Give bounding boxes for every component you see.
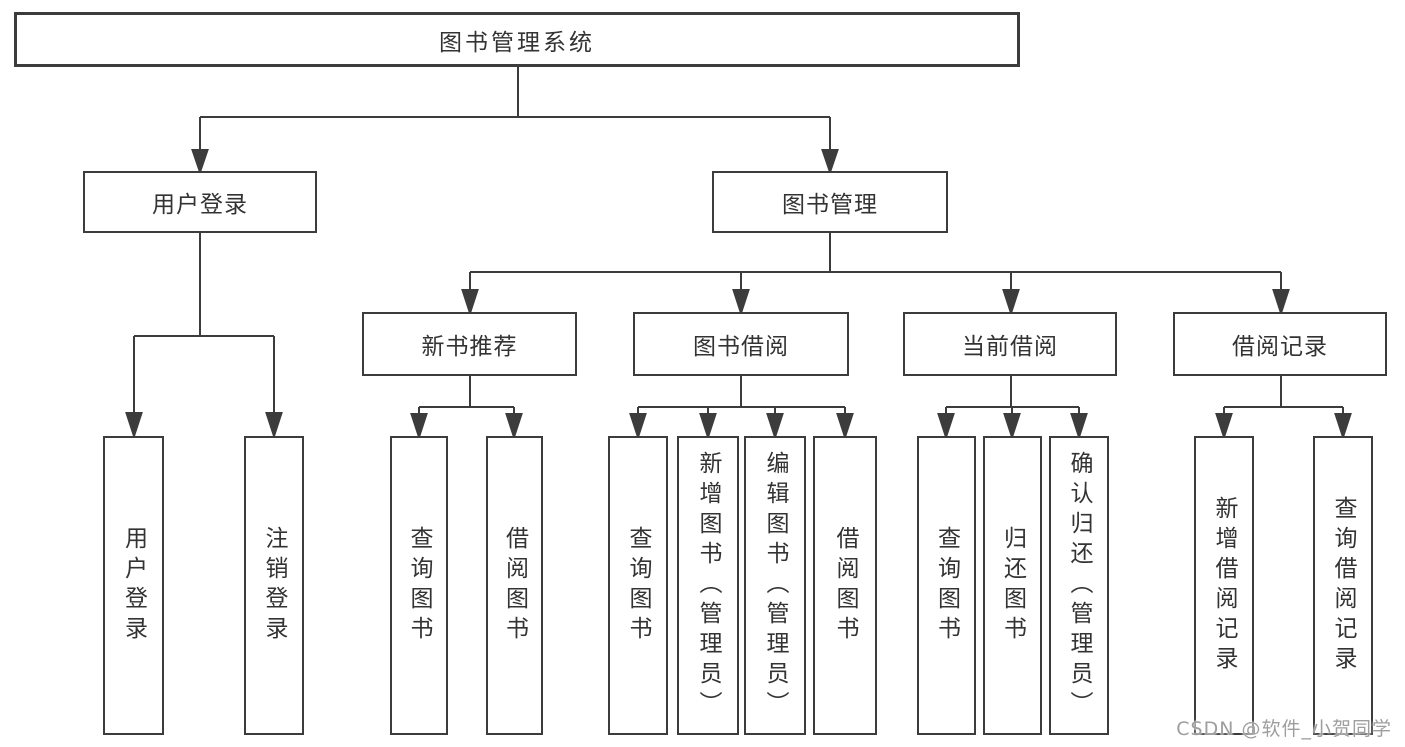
arrowhead	[937, 413, 955, 441]
connector-root-to-level2	[191, 67, 839, 176]
node-label: 借阅图书	[832, 525, 858, 646]
node-label: 新增借阅记录	[1211, 495, 1237, 676]
leaf-edit-books-admin: 编辑图书（管理员）	[744, 436, 806, 735]
arrowhead	[461, 289, 479, 317]
node-label: 图书管理	[782, 192, 878, 218]
leaf-confirm-return-admin: 确认归还（管理员）	[1049, 436, 1109, 735]
leaf-borrow-books: 借阅图书	[486, 436, 543, 735]
arrowhead	[699, 413, 717, 441]
arrowhead	[766, 413, 784, 441]
arrowhead	[410, 413, 428, 441]
arrowhead	[836, 413, 854, 441]
leaf-query-books: 查询图书	[390, 436, 448, 735]
connector-new-book-recommend-to-leaves	[410, 376, 523, 441]
leaf-query-borrow-record: 查询借阅记录	[1313, 436, 1373, 735]
connector-book-borrow-to-leaves	[629, 376, 854, 441]
connector-current-borrow-to-leaves	[937, 376, 1088, 441]
node-label: 借阅图书	[501, 525, 528, 646]
node-label: 新增图书（管理员）	[695, 450, 721, 721]
node-label: 借阅记录	[1232, 334, 1328, 360]
node-label: 归还图书	[999, 525, 1026, 646]
arrowhead	[1272, 289, 1290, 317]
arrowhead	[1070, 413, 1088, 441]
node-label: 图书借阅	[693, 334, 789, 360]
node-label: 当前借阅	[962, 334, 1058, 360]
arrowhead	[125, 412, 143, 440]
arrowhead	[191, 149, 209, 176]
csdn-watermark: CSDN @软件_小贺同学	[1176, 718, 1392, 740]
arrowhead	[1002, 289, 1020, 317]
node-new-book-recommend: 新书推荐	[362, 312, 577, 376]
connector-book-management-to-level3	[461, 233, 1290, 317]
arrowhead	[732, 289, 750, 317]
node-label: 用户登录	[120, 525, 147, 646]
arrowhead	[1003, 413, 1021, 441]
node-label: 查询借阅记录	[1330, 495, 1356, 676]
leaf-add-books-admin: 新增图书（管理员）	[677, 436, 739, 735]
arrowhead	[629, 413, 647, 441]
node-label: 编辑图书（管理员）	[762, 450, 788, 721]
node-label: 查询图书	[406, 525, 432, 646]
leaf-query-books-3: 查询图书	[917, 436, 976, 735]
node-label: 用户登录	[152, 192, 248, 218]
arrowhead	[505, 413, 523, 441]
connector-borrow-records-to-leaves	[1215, 376, 1352, 441]
leaf-logout: 注销登录	[244, 436, 304, 735]
leaf-query-books-2: 查询图书	[608, 436, 668, 735]
node-current-borrow: 当前借阅	[903, 312, 1117, 376]
node-borrow-records: 借阅记录	[1173, 312, 1387, 376]
node-label: 确认归还（管理员）	[1066, 450, 1092, 721]
node-label: 查询图书	[625, 525, 651, 646]
arrowhead	[1215, 413, 1233, 441]
node-user-login: 用户登录	[83, 171, 317, 233]
arrowhead	[821, 149, 839, 176]
arrowhead	[265, 412, 283, 440]
node-label: 新书推荐	[421, 334, 518, 360]
node-label: 注销登录	[261, 525, 287, 646]
connector-user-login-to-leaves	[125, 233, 283, 440]
arrowhead	[1334, 413, 1352, 441]
leaf-return-books: 归还图书	[983, 436, 1042, 735]
node-book-management: 图书管理	[712, 171, 948, 233]
leaf-add-borrow-record: 新增借阅记录	[1194, 436, 1254, 735]
node-label: 查询图书	[933, 525, 960, 646]
leaf-user-login: 用户登录	[103, 436, 164, 735]
leaf-borrow-books-2: 借阅图书	[813, 436, 877, 735]
node-library-management-system: 图书管理系统	[14, 12, 1020, 67]
node-label: 图书管理系统	[439, 29, 595, 56]
node-book-borrow: 图书借阅	[633, 312, 849, 376]
